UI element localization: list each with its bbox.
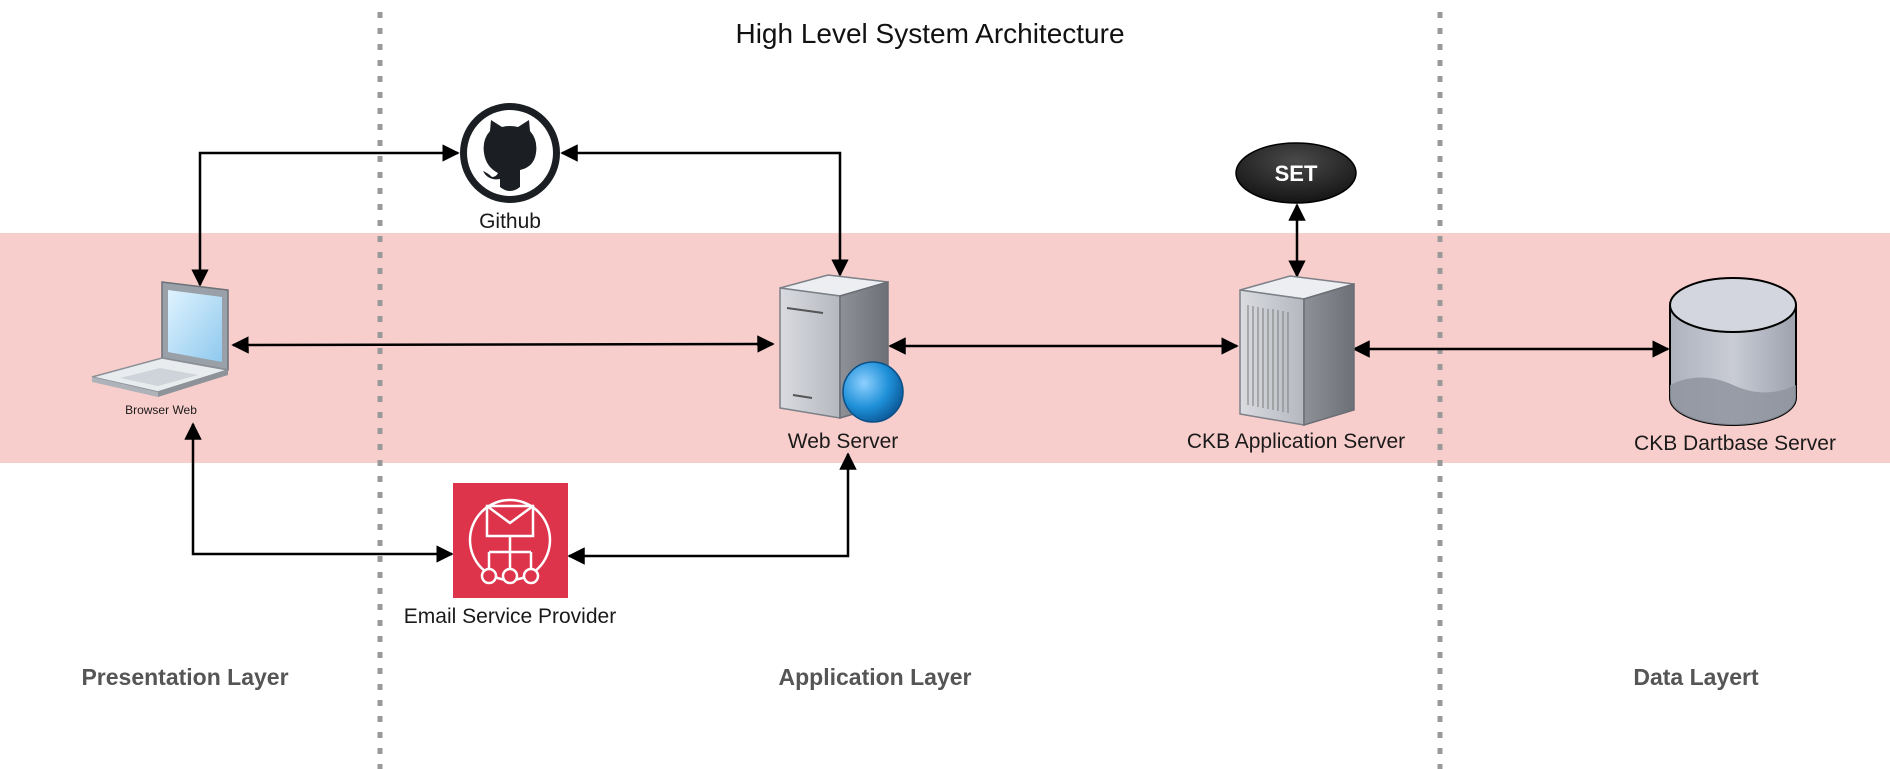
app-server-label: CKB Application Server bbox=[1186, 430, 1406, 453]
application-layer-label: Application Layer bbox=[778, 664, 972, 690]
email-service-icon bbox=[453, 483, 568, 598]
diagram-title: High Level System Architecture bbox=[735, 18, 1125, 49]
web-server-icon bbox=[779, 274, 904, 423]
database-cylinder-icon bbox=[1669, 277, 1797, 426]
db-server-label: CKB Dartbase Server bbox=[1634, 432, 1836, 455]
connector-webserver-email bbox=[567, 452, 857, 565]
set-ellipse bbox=[1235, 142, 1357, 204]
github-label: Github bbox=[479, 210, 541, 233]
web-server-label: Web Server bbox=[787, 430, 899, 453]
set-label: SET bbox=[1275, 161, 1318, 186]
globe-icon bbox=[842, 361, 904, 423]
server-tower-icon bbox=[1239, 275, 1355, 427]
github-icon bbox=[460, 103, 560, 203]
data-layer-label: Data Layert bbox=[1633, 664, 1759, 690]
connector-browser-email bbox=[184, 422, 454, 563]
connectors bbox=[184, 144, 1670, 565]
presentation-layer-label: Presentation Layer bbox=[81, 664, 289, 690]
laptop-icon bbox=[91, 281, 229, 397]
email-service-label: Email Service Provider bbox=[403, 605, 617, 628]
connector-browser-webserver bbox=[231, 335, 775, 354]
connector-webserver-github bbox=[560, 144, 849, 277]
connector-browser-github bbox=[191, 144, 460, 287]
browser-label: Browser Web bbox=[125, 403, 197, 417]
